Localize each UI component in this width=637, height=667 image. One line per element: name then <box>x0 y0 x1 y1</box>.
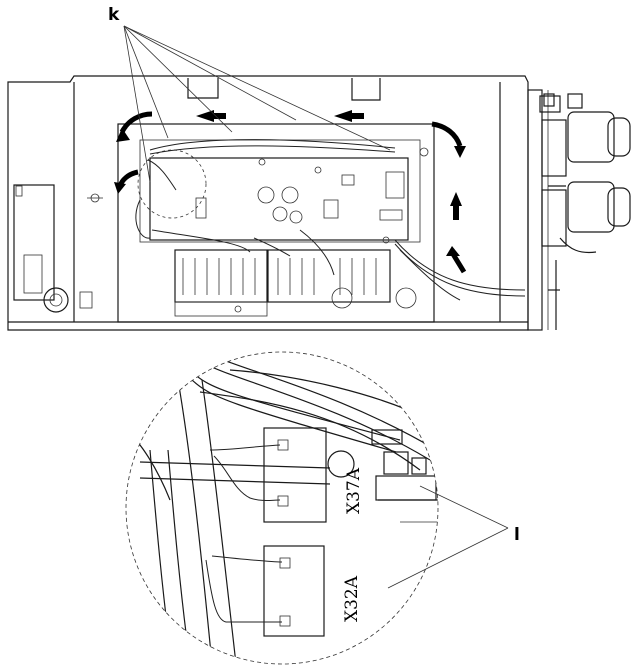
k-leaders <box>123 25 391 183</box>
unit-overview: k <box>7 5 631 331</box>
detail-cable-bundle <box>126 352 438 664</box>
wire-harness <box>135 139 526 301</box>
zoom-detail: X37A X32A l <box>125 351 520 665</box>
detail-zoom-circle <box>137 149 207 219</box>
label-x37a: X37A <box>344 467 364 514</box>
callout-l: l <box>514 525 520 545</box>
l-leaders <box>387 485 509 589</box>
flow-arrows <box>114 110 467 274</box>
label-x32a: X32A <box>342 575 362 622</box>
right-side-valves <box>527 89 631 331</box>
connector-x37a-body <box>263 427 327 523</box>
detail-frame-circle <box>125 351 439 665</box>
unit-housing <box>7 75 529 331</box>
terminal-block-right <box>267 249 391 303</box>
left-grommet <box>43 287 69 313</box>
detail-small-wires <box>205 444 283 623</box>
terminal-block-left <box>174 249 268 303</box>
callout-k: k <box>108 5 120 25</box>
connector-x32a-body <box>263 545 325 637</box>
left-bracket <box>13 184 55 301</box>
main-pcb <box>149 157 409 241</box>
switch-box <box>117 123 435 323</box>
